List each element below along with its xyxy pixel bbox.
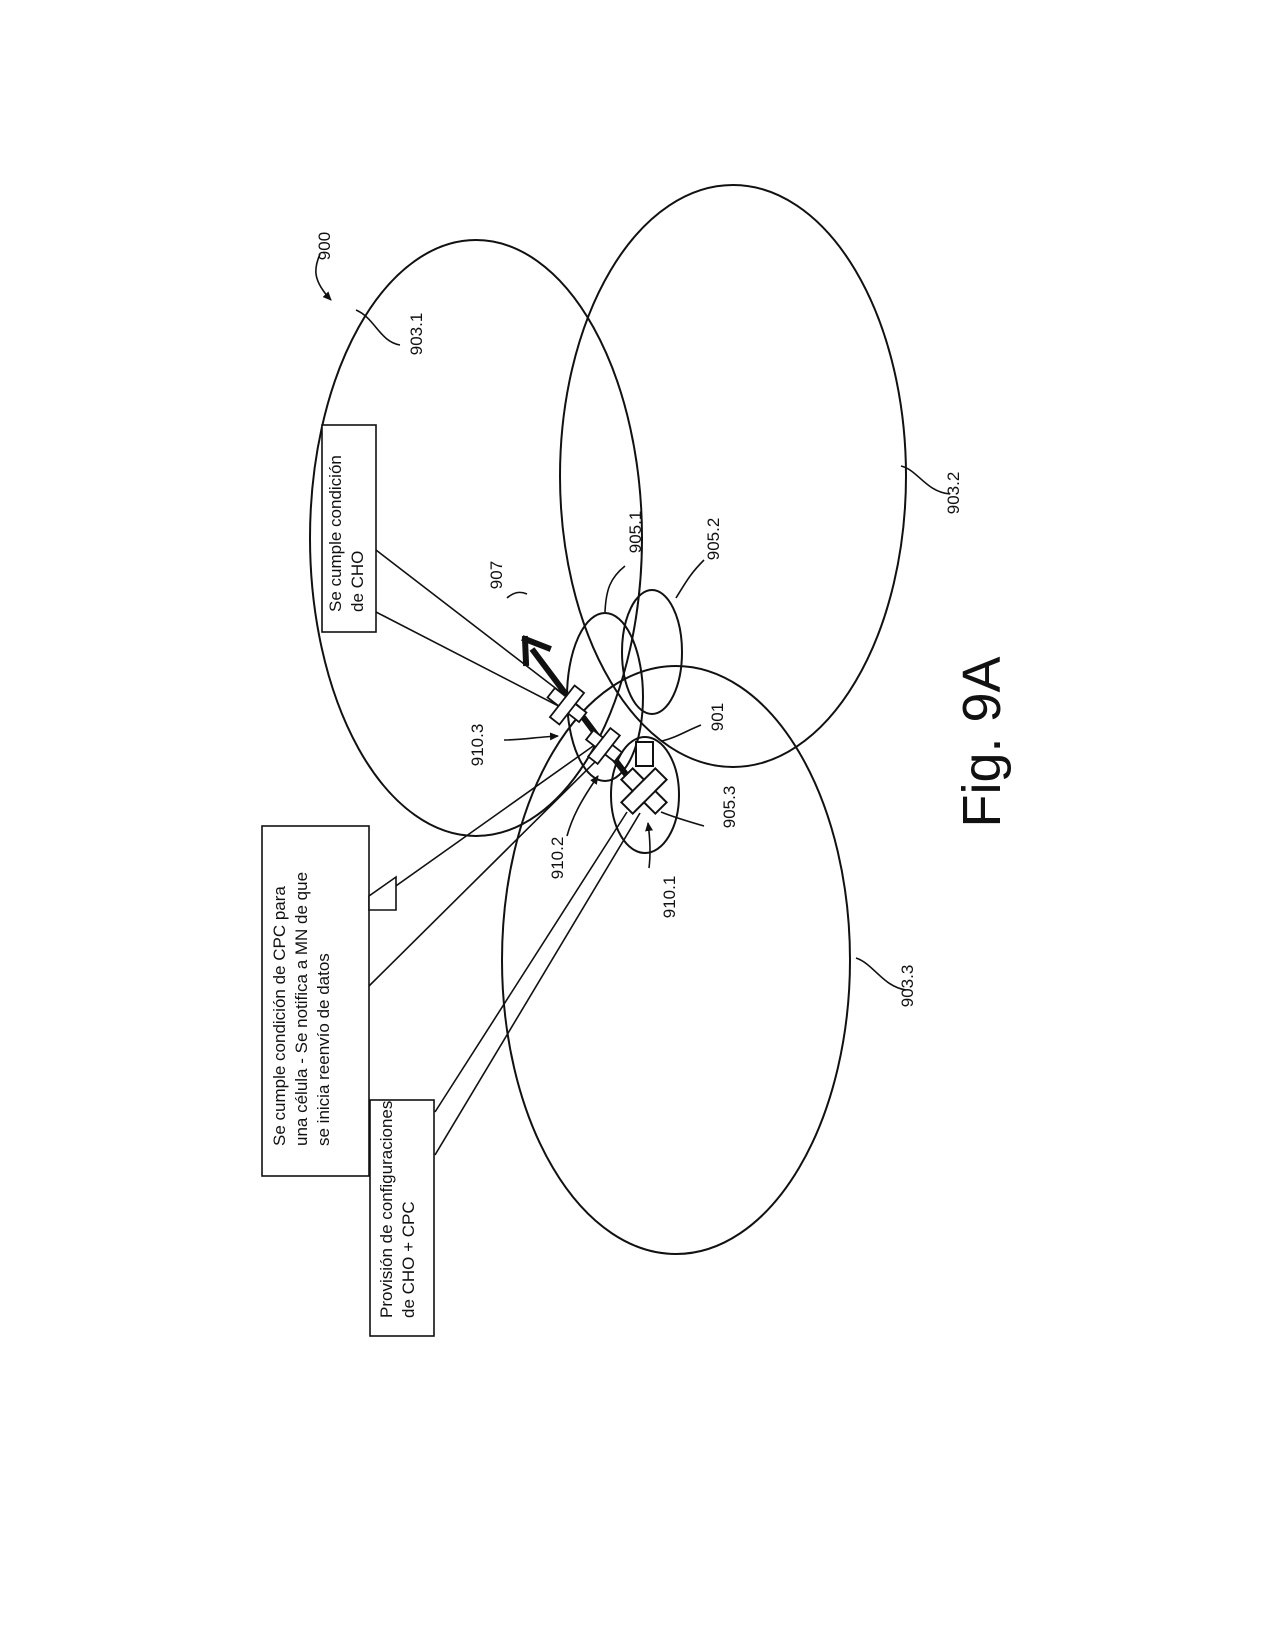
svg-text:Se cumple condición de CPC par: Se cumple condición de CPC para una célu… bbox=[270, 867, 333, 1146]
label-905-3: 905.2 bbox=[704, 518, 723, 561]
leader-905-2 bbox=[604, 565, 626, 613]
callout-cpc-line-3: se inicia reenvío de datos bbox=[314, 953, 333, 1146]
callout-provision-line-1: Provisión de configuraciones bbox=[377, 1101, 396, 1318]
leader-910-3 bbox=[503, 732, 559, 741]
cell-903-2 bbox=[559, 184, 907, 768]
label-910-3: 910.3 bbox=[468, 724, 487, 767]
leader-907 bbox=[506, 591, 528, 599]
label-901: 901 bbox=[708, 703, 727, 731]
leader-903-1 bbox=[855, 957, 907, 991]
callout-cho-line-2: de CHO bbox=[348, 551, 367, 612]
callout-cho-line-1: Se cumple condición bbox=[326, 455, 345, 612]
callout-provision: Provisión de configuraciones de CHO + CP… bbox=[369, 811, 641, 1337]
label-910-1: 910.1 bbox=[660, 876, 679, 919]
svg-text:Se cumple condición de C: Se cumple condición de CHO bbox=[326, 450, 367, 612]
leader-905-3 bbox=[675, 559, 705, 599]
leader-910-2 bbox=[566, 775, 599, 837]
callout-cpc-line-1: Se cumple condición de CPC para bbox=[270, 886, 289, 1146]
label-905-1: 905.3 bbox=[720, 786, 739, 829]
ue-901 bbox=[635, 741, 654, 767]
leader-901 bbox=[661, 724, 702, 742]
label-905-2: 905.1 bbox=[626, 511, 645, 554]
position-910-2-marker bbox=[584, 726, 624, 766]
position-910-1-marker bbox=[619, 766, 669, 816]
cell-905-1 bbox=[610, 736, 680, 854]
callout-cho-met: Se cumple condición de CHO bbox=[321, 424, 581, 715]
label-907: 907 bbox=[487, 561, 506, 589]
callout-provision-line-2: de CHO + CPC bbox=[399, 1201, 418, 1318]
figure-ref-label: 900 bbox=[315, 232, 334, 260]
leader-905-1 bbox=[660, 811, 705, 827]
ue-trajectory-907 bbox=[521, 635, 643, 795]
figure-caption: Fig. 9A bbox=[952, 656, 1012, 827]
cell-903-1 bbox=[501, 665, 851, 1255]
leader-910-1 bbox=[645, 822, 654, 869]
label-903-3: 903.1 bbox=[407, 313, 426, 356]
callout-cpc-met: Se cumple condición de CPC para una célu… bbox=[261, 743, 606, 1177]
label-903-1: 903.3 bbox=[898, 965, 917, 1008]
label-910-2: 910.2 bbox=[548, 837, 567, 880]
leader-903-3 bbox=[355, 309, 401, 346]
svg-text:Provisión de configuraciones: Provisión de configuraciones de CHO + CP… bbox=[377, 1096, 418, 1318]
cell-903-3 bbox=[309, 239, 643, 837]
cell-905-3 bbox=[621, 589, 683, 715]
leader-903-2 bbox=[900, 465, 951, 495]
position-910-3-marker bbox=[546, 684, 588, 726]
label-903-2: 903.2 bbox=[944, 472, 963, 515]
callout-cpc-line-2: una célula - Se notifica a MN de que bbox=[292, 872, 311, 1146]
figure-ref-arrow bbox=[315, 253, 332, 301]
